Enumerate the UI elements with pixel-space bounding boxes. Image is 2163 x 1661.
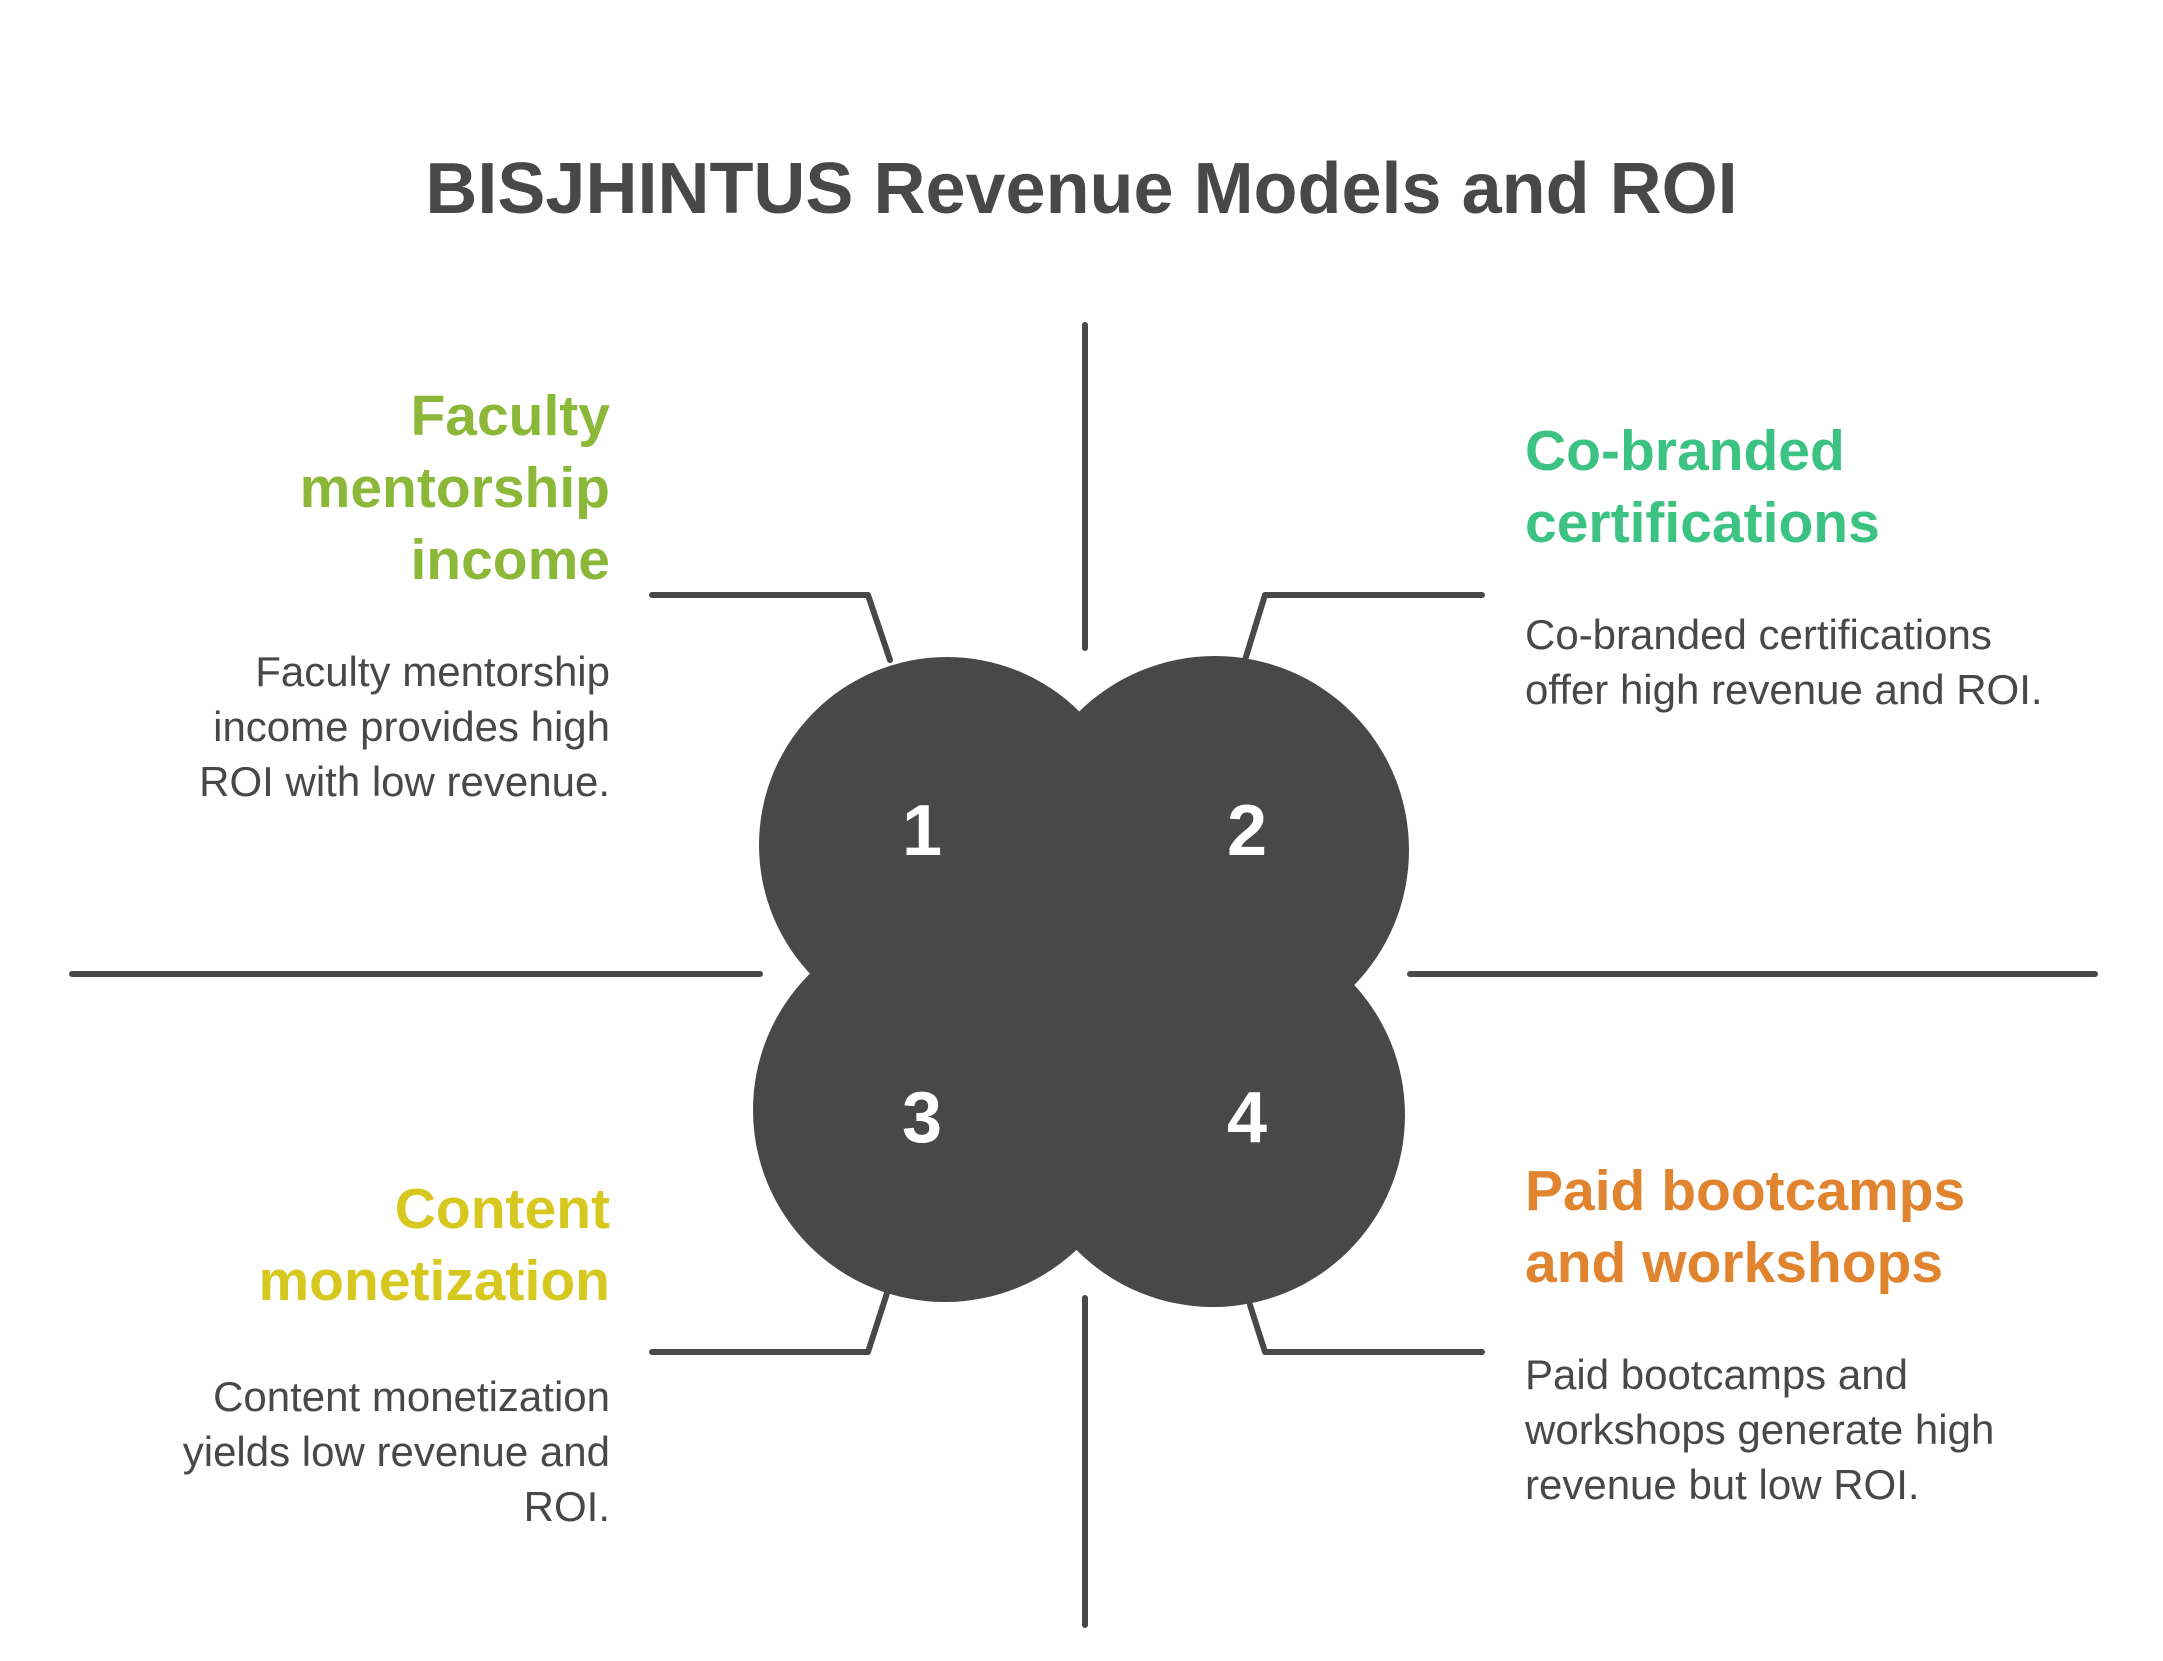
quadrant-1-heading: Faculty mentorship income bbox=[299, 384, 610, 592]
connector-4 bbox=[1247, 1302, 1485, 1355]
quadrant-3-description: Content monetization yields low revenue … bbox=[182, 1373, 610, 1530]
quadrant-4-heading: Paid bootcamps and workshops bbox=[1525, 1159, 1966, 1295]
quadrant-1-block: Faculty mentorship income Faculty mentor… bbox=[140, 380, 610, 809]
quadrant-2-heading: Co-branded certifications bbox=[1525, 419, 1880, 555]
quadrant-1-description: Faculty mentorship income provides high … bbox=[199, 648, 610, 805]
connector-2 bbox=[1242, 592, 1485, 663]
quadrant-4-block: Paid bootcamps and workshops Paid bootca… bbox=[1525, 1155, 1995, 1512]
quadrant-number-3: 3 bbox=[902, 1078, 942, 1158]
quadrant-4-description: Paid bootcamps and workshops generate hi… bbox=[1525, 1351, 1995, 1508]
quadrant-number-2: 2 bbox=[1227, 791, 1267, 871]
diagram-title: BISJHINTUS Revenue Models and ROI bbox=[425, 149, 1738, 229]
quadrant-3-block: Content monetization Content monetizatio… bbox=[140, 1173, 610, 1534]
quadrant-number-4: 4 bbox=[1227, 1078, 1267, 1158]
quadrant-3-heading: Content monetization bbox=[258, 1177, 611, 1313]
connector-3 bbox=[649, 1287, 891, 1355]
center-fill bbox=[940, 840, 1220, 1120]
quadrant-2-block: Co-branded certifications Co-branded cer… bbox=[1525, 415, 2045, 717]
quadrant-2-description: Co-branded certifications offer high rev… bbox=[1525, 611, 2043, 713]
connector-1 bbox=[649, 592, 893, 663]
quadrant-number-1: 1 bbox=[902, 791, 942, 871]
